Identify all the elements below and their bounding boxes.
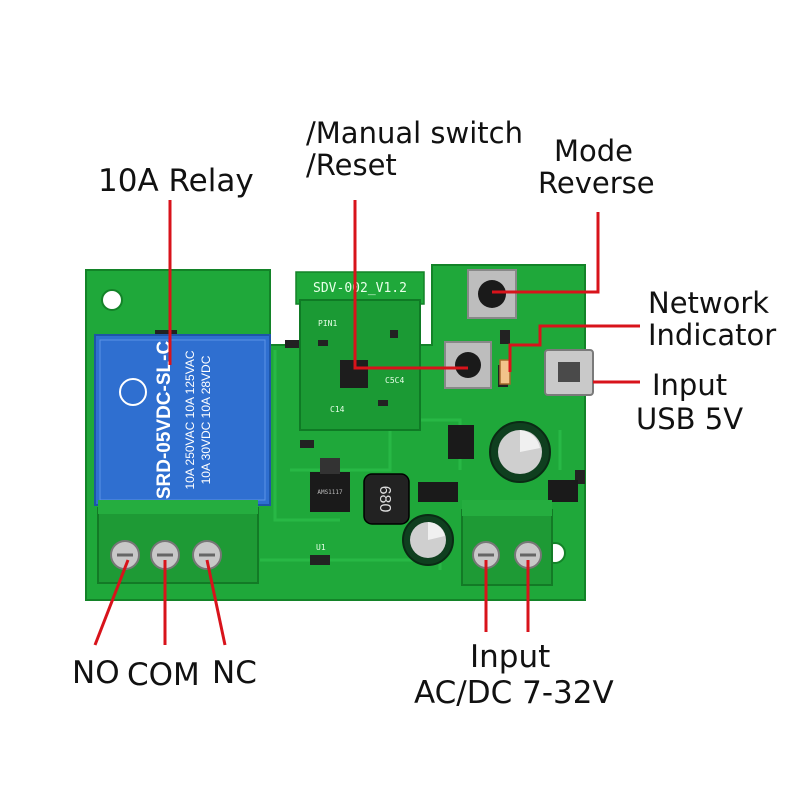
driver-chip <box>448 425 474 459</box>
reset-button[interactable] <box>444 341 492 389</box>
inductor: 680 <box>363 473 410 525</box>
u1-marking: U1 <box>316 543 326 552</box>
relay-rating-ac: 10A 250VAC 10A 125VAC <box>183 350 197 489</box>
c14-marking: C14 <box>330 405 345 414</box>
label-power-input: Input <box>470 639 551 675</box>
label-reverse: Reverse <box>538 166 655 200</box>
label-relay: 10A Relay <box>98 163 254 199</box>
capacitor-small <box>402 514 454 566</box>
mounting-hole-left <box>101 289 123 311</box>
label-network: Network <box>648 286 770 320</box>
label-usb-input: Input <box>652 368 728 402</box>
leader-lines <box>93 200 640 646</box>
diode <box>418 482 458 502</box>
micro-usb-port[interactable] <box>544 349 594 396</box>
relay-rating-dc: 10A 30VDC 10A 28VDC <box>199 355 213 484</box>
screw-terminal-nc <box>192 540 222 570</box>
relay-model-text: SRD-05VDC-SL-C <box>154 341 175 500</box>
regulator-marking: AMS1117 <box>317 489 343 496</box>
c5c4-marking: C5C4 <box>385 376 404 385</box>
relay: SRD-05VDC-SL-C 10A 250VAC 10A 125VAC 10A… <box>94 334 271 506</box>
label-manual-switch: /Manual switch <box>306 116 523 150</box>
leader-nc <box>205 559 227 646</box>
inductor-marking: 680 <box>376 486 393 513</box>
label-power-voltage: AC/DC 7-32V <box>414 675 614 711</box>
label-nc: NC <box>212 655 257 691</box>
power-terminal-block <box>461 500 553 586</box>
leader-mode <box>492 212 600 294</box>
leader-reset <box>353 200 468 370</box>
capacitor-large <box>489 421 551 483</box>
label-usb-5v: USB 5V <box>636 402 744 436</box>
pin1-marking: PIN1 <box>318 319 337 328</box>
board-silkscreen-title: SDV-002_V1.2 <box>313 281 407 296</box>
relay-terminal-block <box>97 500 259 584</box>
label-mode: Mode <box>554 134 634 168</box>
label-indicator: Indicator <box>648 318 777 352</box>
ul-mark-icon <box>119 378 147 406</box>
label-reset: /Reset <box>306 148 397 182</box>
label-com: COM <box>127 657 200 693</box>
u1-component <box>310 555 330 565</box>
leader-no <box>93 559 130 646</box>
label-no: NO <box>72 655 120 691</box>
voltage-regulator: AMS1117 <box>310 458 350 512</box>
mode-button[interactable] <box>467 269 517 319</box>
transistor <box>548 480 578 502</box>
leader-network <box>508 324 640 372</box>
pcb-tab <box>295 271 425 305</box>
wifi-module: SDV-002_V1.2 PIN1 C5C4 C14 <box>299 281 421 431</box>
